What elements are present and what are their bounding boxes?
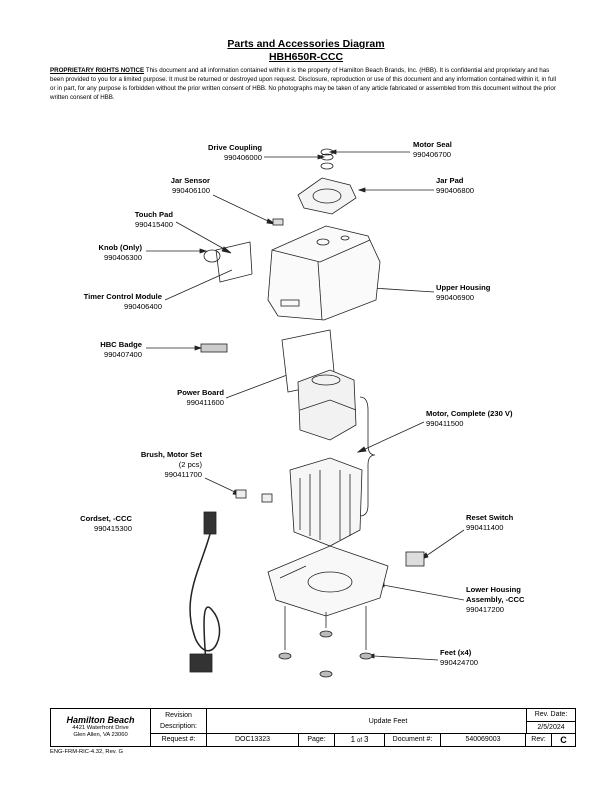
request-number: DOC13323	[207, 734, 299, 746]
document-label: Document #:	[385, 734, 441, 746]
notice-label: PROPRIETARY RIGHTS NOTICE	[50, 67, 145, 74]
company-block: Hamilton Beach 4421 Waterfront Drive Gle…	[51, 709, 151, 746]
rev-letter: C	[560, 735, 567, 745]
company-address-1: 4421 Waterfront Drive	[72, 725, 129, 731]
rev-date: 2/5/2024	[537, 724, 565, 731]
page-title: Parts and Accessories Diagram	[227, 38, 385, 50]
request-label: Request #:	[151, 734, 207, 746]
notice-text: This document and all information contai…	[50, 67, 556, 101]
proprietary-notice: PROPRIETARY RIGHTS NOTICE This document …	[50, 66, 562, 102]
part-label-brush-motor-set: Brush, Motor Set(2 pcs)990411700	[140, 450, 202, 479]
page-label: Page:	[299, 734, 335, 746]
rev-date-block: Rev. Date:2/5/2024	[526, 709, 575, 734]
part-label-motor-complete: Motor, Complete (230 V)990411500	[426, 409, 513, 428]
document-number: 540069003	[441, 734, 526, 746]
company-logo: Hamilton Beach	[66, 715, 135, 725]
part-label-knob: Knob (Only)990406300	[98, 243, 142, 262]
part-label-feet: Feet (x4)990424700	[440, 648, 479, 667]
revision-description: Update Feet	[207, 709, 569, 734]
company-address-2: Glen Allen, VA 23060	[73, 732, 128, 738]
form-id: ENG-FRM-RIC-4.32, Rev. G	[50, 749, 124, 755]
rev-label: Rev:	[526, 734, 552, 746]
title-block: Hamilton Beach 4421 Waterfront Drive Gle…	[50, 708, 576, 747]
page-number: 1 of 3	[335, 734, 385, 746]
model-number: HBH650R-CCC	[268, 51, 344, 63]
